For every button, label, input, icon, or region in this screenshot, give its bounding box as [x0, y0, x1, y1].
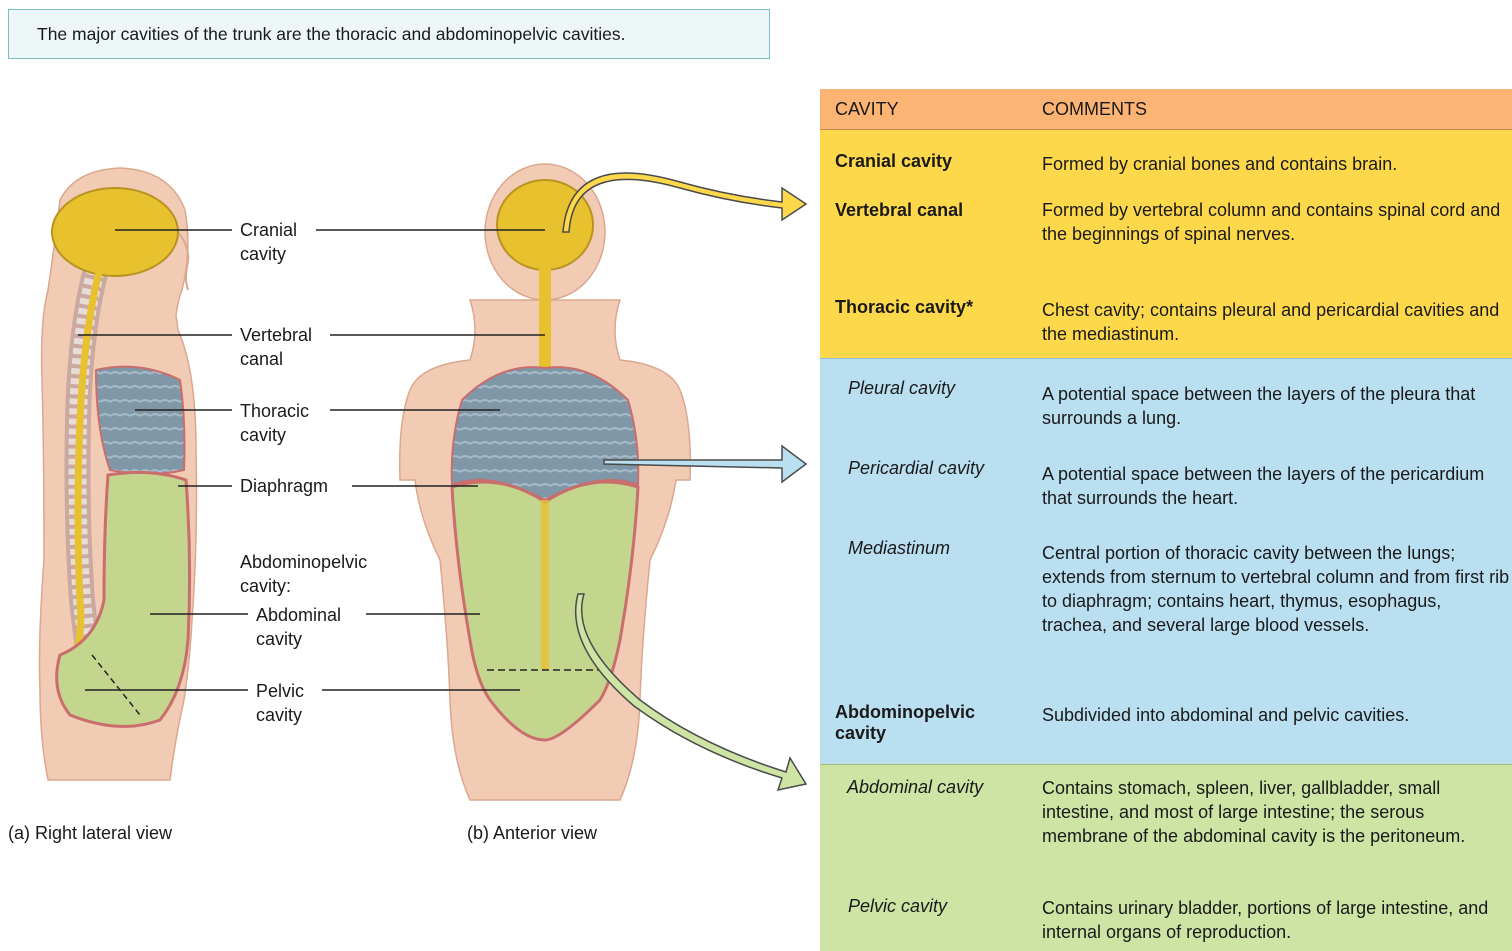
row-name-vertebral: Vertebral canal	[835, 200, 963, 221]
label-abdominopelvic-cavity: Abdominopelvic cavity:	[240, 550, 367, 598]
row-name-abdominopelvic: Abdominopelvic cavity	[835, 702, 1015, 744]
label-abdominal-cavity: Abdominal cavity	[256, 603, 341, 651]
header-comments: COMMENTS	[1042, 99, 1147, 120]
row-comment-pericardial: A potential space between the layers of …	[1042, 462, 1510, 510]
row-comment-abdominopelvic: Subdivided into abdominal and pelvic cav…	[1042, 703, 1510, 727]
row-comment-vertebral: Formed by vertebral column and contains …	[1042, 198, 1510, 246]
table-header: CAVITY COMMENTS	[820, 89, 1512, 130]
label-pelvic-cavity: Pelvic cavity	[256, 679, 304, 727]
header-cavity: CAVITY	[835, 99, 899, 120]
row-name-pleural: Pleural cavity	[848, 378, 955, 399]
view-label-lateral: (a) Right lateral view	[8, 823, 172, 844]
row-comment-thoracic: Chest cavity; contains pleural and peric…	[1042, 298, 1510, 346]
label-diaphragm: Diaphragm	[240, 474, 328, 498]
row-comment-mediastinum: Central portion of thoracic cavity betwe…	[1042, 541, 1510, 637]
row-name-abdominal: Abdominal cavity	[847, 777, 983, 798]
row-name-cranial: Cranial cavity	[835, 151, 952, 172]
row-name-thoracic: Thoracic cavity*	[835, 297, 973, 318]
row-comment-pelvic: Contains urinary bladder, portions of la…	[1042, 896, 1510, 944]
lateral-view-figure	[40, 168, 197, 780]
row-comment-abdominal: Contains stomach, spleen, liver, gallbla…	[1042, 776, 1510, 848]
body-figures-illustration	[0, 0, 820, 950]
row-comment-cranial: Formed by cranial bones and contains bra…	[1042, 152, 1510, 176]
row-comment-pleural: A potential space between the layers of …	[1042, 382, 1510, 430]
row-name-mediastinum: Mediastinum	[848, 538, 950, 559]
view-label-anterior: (b) Anterior view	[467, 823, 597, 844]
cavity-table: CAVITY COMMENTS Cranial cavity Formed by…	[820, 89, 1512, 950]
row-name-pericardial: Pericardial cavity	[848, 458, 984, 479]
label-cranial-cavity: Cranial cavity	[240, 218, 297, 266]
label-thoracic-cavity: Thoracic cavity	[240, 399, 309, 447]
label-vertebral-canal: Vertebral canal	[240, 323, 312, 371]
row-name-pelvic: Pelvic cavity	[848, 896, 947, 917]
